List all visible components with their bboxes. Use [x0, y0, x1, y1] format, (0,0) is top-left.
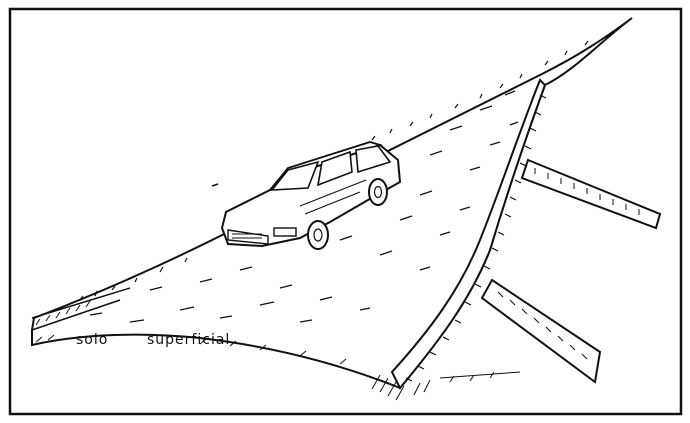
- car-windshield: [270, 160, 320, 191]
- car: [220, 141, 402, 250]
- embankment-side: [390, 78, 547, 390]
- car-rear-window: [355, 145, 392, 174]
- embankment-hatching: [405, 94, 547, 382]
- lower-section-wedge: [480, 278, 602, 384]
- label-solo: solo: [76, 332, 109, 348]
- car-side-window: [316, 150, 353, 187]
- ground-shading: [35, 334, 521, 401]
- left-slope: [31, 287, 131, 331]
- car-headlight: [273, 227, 297, 237]
- frame-border: [8, 7, 683, 416]
- upper-section-wedge: [520, 158, 662, 230]
- label-superficial: superficial: [147, 332, 231, 348]
- road-edge-vegetation: [79, 40, 589, 301]
- bird-mark: [211, 183, 219, 187]
